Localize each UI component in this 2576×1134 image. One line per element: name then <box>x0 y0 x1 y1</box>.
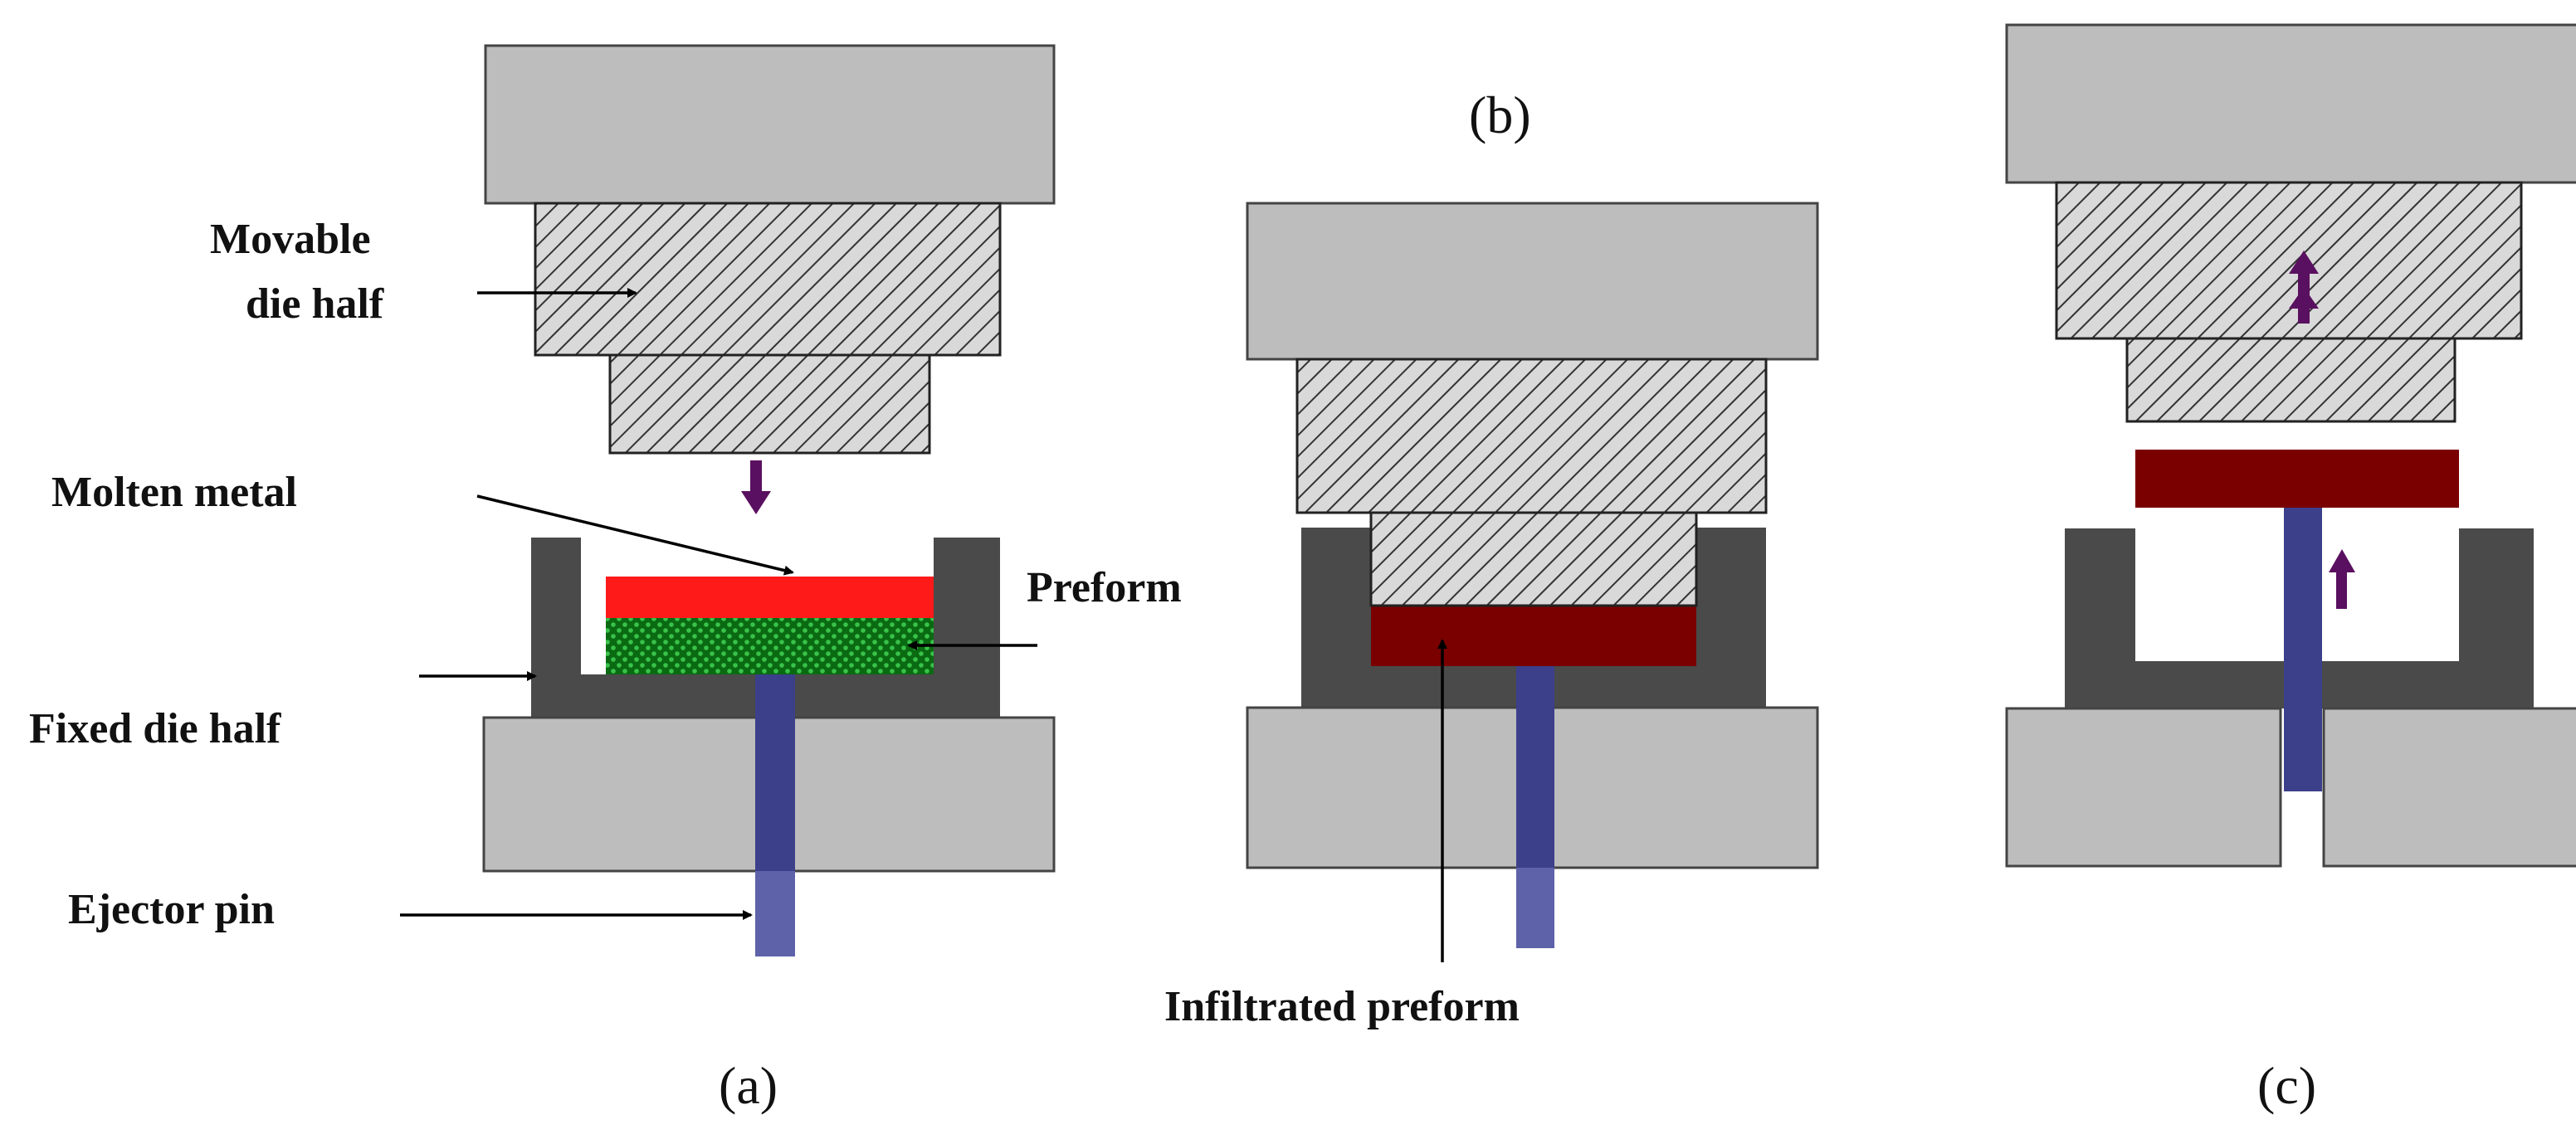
infiltrated-preform <box>1371 606 1696 666</box>
label-fixed-die-half: Fixed die half <box>29 705 281 752</box>
movable-die-punch <box>2125 337 2456 423</box>
ejector-pin <box>2284 508 2322 791</box>
movable-die-upper <box>534 202 1002 357</box>
label-movable: Movable <box>210 216 371 263</box>
leader-molten-metal <box>476 494 794 576</box>
panel-a: Movable die half Molten metal Preform Fi… <box>29 44 1182 1115</box>
panel-b: (b) Infiltrated preform <box>1164 85 1819 1030</box>
up-arrow-icon <box>2289 251 2319 324</box>
bottom-platen-left <box>2005 707 2282 868</box>
preform <box>606 618 934 674</box>
caption-c: (c) <box>2257 1056 2316 1115</box>
bottom-platen-right <box>2322 707 2576 868</box>
movable-die-upper <box>2055 181 2523 340</box>
movable-die-upper <box>1295 358 1768 514</box>
label-preform: Preform <box>1027 564 1182 611</box>
label-movable-2: die half <box>246 280 384 328</box>
label-molten-metal: Molten metal <box>51 469 297 516</box>
label-ejector-pin: Ejector pin <box>68 886 275 933</box>
label-infiltrated-preform: Infiltrated preform <box>1164 983 1520 1030</box>
movable-die-punch <box>608 353 931 455</box>
down-arrow-icon <box>741 460 771 514</box>
ejected-casting <box>2135 450 2459 508</box>
ejector-pin-lower <box>1516 868 1554 948</box>
caption-b: (b) <box>1469 85 1531 144</box>
top-platen <box>1246 202 1819 361</box>
caption-a: (a) <box>719 1056 778 1115</box>
top-platen <box>484 44 1056 205</box>
top-platen <box>2005 23 2576 184</box>
movable-die-punch <box>1369 511 1698 607</box>
molten-metal <box>606 577 934 618</box>
panel-c: (c) <box>2005 23 2576 1115</box>
ejector-pin-lower <box>755 871 795 956</box>
up-arrow-small-icon <box>2329 549 2355 609</box>
